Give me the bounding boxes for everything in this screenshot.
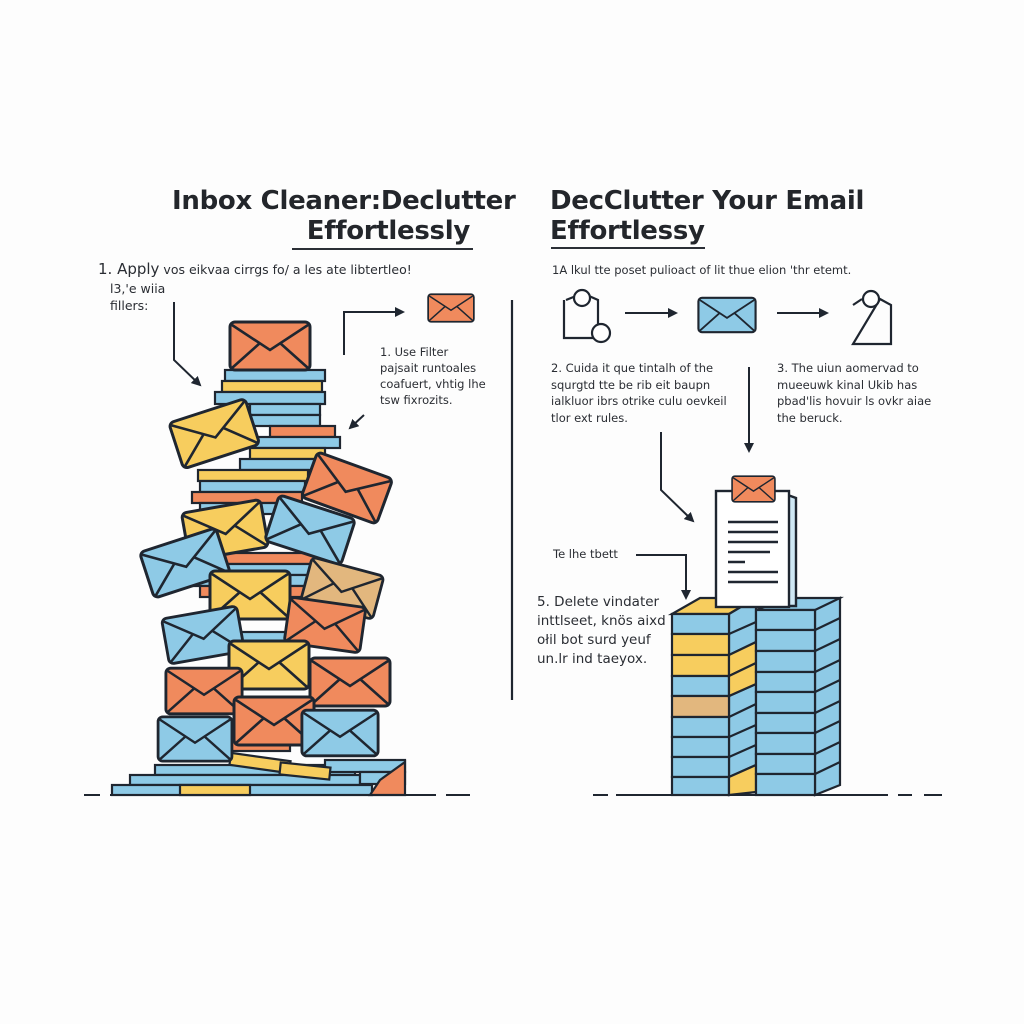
step1-text: vos eikvaa cirrgs fo/ a les ate libtertl…	[163, 262, 412, 277]
step1-line3: fillers:	[110, 298, 149, 313]
right-step2: 2. Cuida it que tintalh of the squrgtd t…	[551, 360, 727, 426]
right-title-line1: DecClutter Your Email	[550, 186, 865, 216]
organized-stacks	[667, 596, 844, 797]
step5-line4: un.lr ind taeyox.	[537, 651, 648, 667]
filter-envelope-icon	[427, 293, 475, 323]
callout-line1: 1. Use Filter	[380, 345, 449, 359]
step3-line4: the beruck.	[777, 410, 843, 425]
document-icon	[714, 489, 798, 609]
pointer-label: Te lhe tbett	[553, 546, 618, 563]
right-step3: 3. The uiun aomervad to mueeuwk kinal Uk…	[777, 360, 931, 426]
step5-line1: 5. Delete vindater	[537, 594, 660, 610]
pile-envelopes	[138, 320, 395, 763]
document-envelope-icon	[731, 475, 776, 503]
left-callout: 1. Use Filter pajsait runtoales coafuert…	[380, 344, 486, 408]
pointer-label-text: Te lhe tbett	[553, 547, 618, 561]
bag-with-badge-icon	[562, 288, 612, 344]
left-title-line1: Inbox Cleaner:Declutter	[172, 186, 516, 216]
step5-line2: inttlseet, knös aixd	[537, 613, 666, 629]
left-step1-cont: l3,'e wiia fillers:	[110, 280, 165, 314]
step3-line3: pbad'lis hovuir ls ovkr aiae	[777, 394, 932, 408]
right-intro: 1A lkul tte poset pulioact of lit thue e…	[552, 262, 851, 279]
callout-line2: pajsait runtoales	[380, 361, 477, 375]
arrow-callout-to-pile	[348, 414, 365, 430]
callout-line4: tsw fixrozits.	[380, 393, 453, 407]
left-step1: 1. Apply vos eikvaa cirrgs fo/ a les ate…	[98, 261, 412, 278]
step1-line2: l3,'e wiia	[110, 281, 166, 296]
right-step5: 5. Delete vindater inttlseet, knös aixd …	[537, 593, 666, 669]
intro-text: 1A lkul tte poset pulioact of lit thue e…	[552, 263, 852, 277]
pile-of-envelopes	[110, 368, 407, 797]
left-title: Inbox Cleaner:Declutter Effortlessly	[172, 186, 516, 246]
step3-line2: mueeuwk kinal Ukib has	[777, 377, 918, 392]
right-title-line2: Effortlessy	[550, 216, 705, 246]
step2-line2: squrgtd tte be rib eit baupn	[551, 377, 711, 392]
right-title: DecClutter Your Email Effortlessy	[550, 186, 870, 246]
left-title-line2: Effortlessly	[306, 216, 471, 246]
step2-line3: ialkluor ibrs otrike culu oevkeil	[551, 394, 727, 408]
arrow-step2-to-doc	[660, 432, 695, 523]
arrow-pointer-to-stack	[636, 554, 691, 600]
right-title-underline	[551, 247, 705, 249]
left-title-underline	[292, 248, 473, 250]
step2-line4: tlor ext rules.	[551, 410, 628, 425]
step5-line3: ołil bot surd yeuf	[537, 632, 651, 648]
step2-line1: 2. Cuida it que tintalh of the	[551, 361, 714, 375]
step3-line1: 3. The uiun aomervad to	[777, 361, 919, 375]
bag-icon	[851, 289, 893, 346]
envelope-icon	[697, 296, 757, 334]
step1-lead: 1. Apply	[98, 260, 160, 278]
arrow-step1-to-pile	[173, 302, 202, 387]
callout-line3: coafuert, vhtig lhe	[380, 377, 486, 391]
